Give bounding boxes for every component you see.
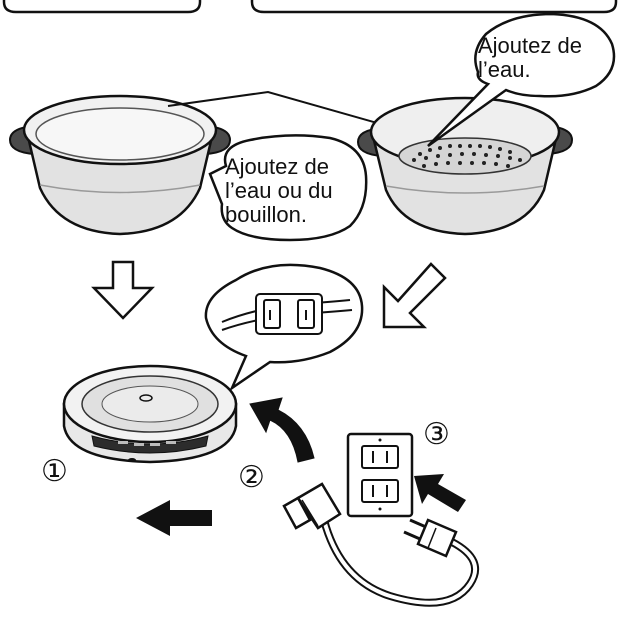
power-cord <box>282 482 479 607</box>
step-number-2: ② <box>238 460 265 495</box>
steamer-plate-holes <box>412 144 522 168</box>
down-outline-arrow-icon <box>91 260 155 320</box>
callout-bubble-steamer <box>427 12 616 148</box>
induction-base <box>62 364 238 464</box>
wall-outlet <box>346 432 414 518</box>
top-frame-right <box>250 0 618 14</box>
callout-text-add-water: Ajoutez de l’eau. <box>478 33 582 82</box>
step-number-3: ③ <box>423 417 450 452</box>
curved-up-arrow-icon <box>249 397 315 463</box>
down-left-outline-arrow-icon <box>382 262 447 329</box>
callout-bubble-pot <box>208 134 368 242</box>
left-arrow-icon <box>136 500 212 536</box>
wall-plug <box>403 518 458 558</box>
callout-text-add-water-or-broth: Ajoutez de l’eau ou du bouillon. <box>225 154 333 227</box>
step-number-1: ① <box>41 454 68 489</box>
appliance-plug <box>282 482 342 530</box>
right-arrow-icon <box>414 474 466 512</box>
top-frame-left <box>2 0 202 14</box>
cooking-pot <box>8 94 232 236</box>
power-connector-detail <box>221 293 353 335</box>
steamer-pot <box>356 96 574 236</box>
